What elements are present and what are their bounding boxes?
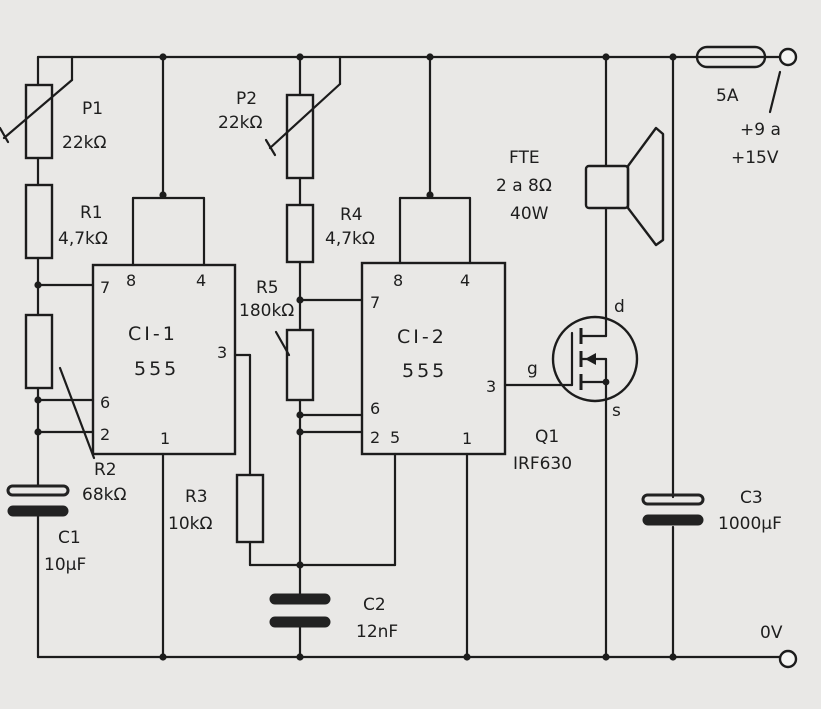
- r2-ref: R2: [94, 460, 117, 480]
- ci1-pin7: 7: [100, 278, 110, 297]
- r4-resistor: [285, 203, 315, 264]
- fte-impedance: 2 a 8Ω: [496, 176, 552, 196]
- r5-leader: [274, 330, 291, 357]
- r2-leader: [58, 366, 96, 460]
- r3-ref: R3: [185, 487, 208, 507]
- r1-resistor: [24, 183, 54, 260]
- fuse-5a: [695, 45, 767, 69]
- speaker-fte: [584, 126, 665, 247]
- p1-potentiometer: [0, 55, 74, 160]
- p1-value: 22kΩ: [62, 133, 106, 153]
- p2-potentiometer: [264, 55, 342, 180]
- q1-part: IRF630: [513, 454, 572, 474]
- r1-value: 4,7kΩ: [58, 229, 108, 249]
- supply-voltage-line1: +9 a: [740, 120, 781, 140]
- ci2-pin3: 3: [486, 377, 496, 396]
- ci1-pin6: 6: [100, 393, 110, 412]
- ci2-pin6: 6: [370, 399, 380, 418]
- ci1-type: 555: [134, 358, 179, 380]
- q1-gate-label: g: [527, 359, 538, 379]
- ci2-pin4: 4: [460, 271, 470, 290]
- r3-value: 10kΩ: [168, 514, 212, 534]
- r4-value: 4,7kΩ: [325, 229, 375, 249]
- c3-ref: C3: [740, 488, 763, 508]
- supply-positive-terminal: [778, 47, 798, 67]
- ci1-pin2: 2: [100, 425, 110, 444]
- ground-label: 0V: [760, 623, 783, 643]
- r2-resistor: [24, 313, 54, 390]
- fuse-value: 5A: [716, 86, 739, 106]
- r1-ref: R1: [80, 203, 103, 223]
- ci2-type: 555: [402, 360, 447, 382]
- c1-ref: C1: [58, 528, 81, 548]
- r5-resistor: [285, 328, 315, 402]
- c3-value: 1000µF: [718, 514, 782, 534]
- q1-source-label: s: [612, 401, 621, 421]
- ci2-pin2: 2: [370, 428, 380, 447]
- c1-value: 10µF: [44, 555, 86, 575]
- p2-value: 22kΩ: [218, 113, 262, 133]
- q1-ref: Q1: [535, 427, 559, 447]
- ci2-ref: CI-2: [397, 326, 447, 348]
- r5-value: 180kΩ: [239, 301, 294, 321]
- supply-voltage-line2: +15V: [731, 148, 779, 168]
- ci1-wires: [131, 55, 397, 659]
- ci1-pin8: 8: [126, 271, 136, 290]
- p1-ref: P1: [82, 99, 103, 119]
- ci2-pin7: 7: [370, 293, 380, 312]
- ci2-chip: [360, 261, 507, 456]
- p2-ref: P2: [236, 89, 257, 109]
- q1-drain-label: d: [614, 297, 625, 317]
- ci2-pin8: 8: [393, 271, 403, 290]
- ground-terminal: [778, 649, 798, 669]
- ci1-ref: CI-1: [128, 323, 178, 345]
- ci1-pin3: 3: [217, 343, 227, 362]
- c1-capacitor: [6, 484, 70, 517]
- c3-capacitor: [641, 493, 705, 526]
- ci1-pin1: 1: [160, 429, 170, 448]
- r4-ref: R4: [340, 205, 363, 225]
- r5-ref: R5: [256, 278, 279, 298]
- ci2-wires: [398, 55, 562, 659]
- ci1-pin4: 4: [196, 271, 206, 290]
- c2-ref: C2: [363, 595, 386, 615]
- r2-value: 68kΩ: [82, 485, 126, 505]
- c2-value: 12nF: [356, 622, 398, 642]
- q1-mosfet: [551, 315, 639, 403]
- r3-resistor: [235, 473, 265, 544]
- c2-capacitor: [269, 593, 331, 628]
- fte-ref: FTE: [509, 148, 540, 168]
- middle-chain-wires: [298, 55, 364, 659]
- ci2-pin1: 1: [462, 429, 472, 448]
- ci2-pin5: 5: [390, 428, 400, 447]
- fte-power: 40W: [510, 204, 549, 224]
